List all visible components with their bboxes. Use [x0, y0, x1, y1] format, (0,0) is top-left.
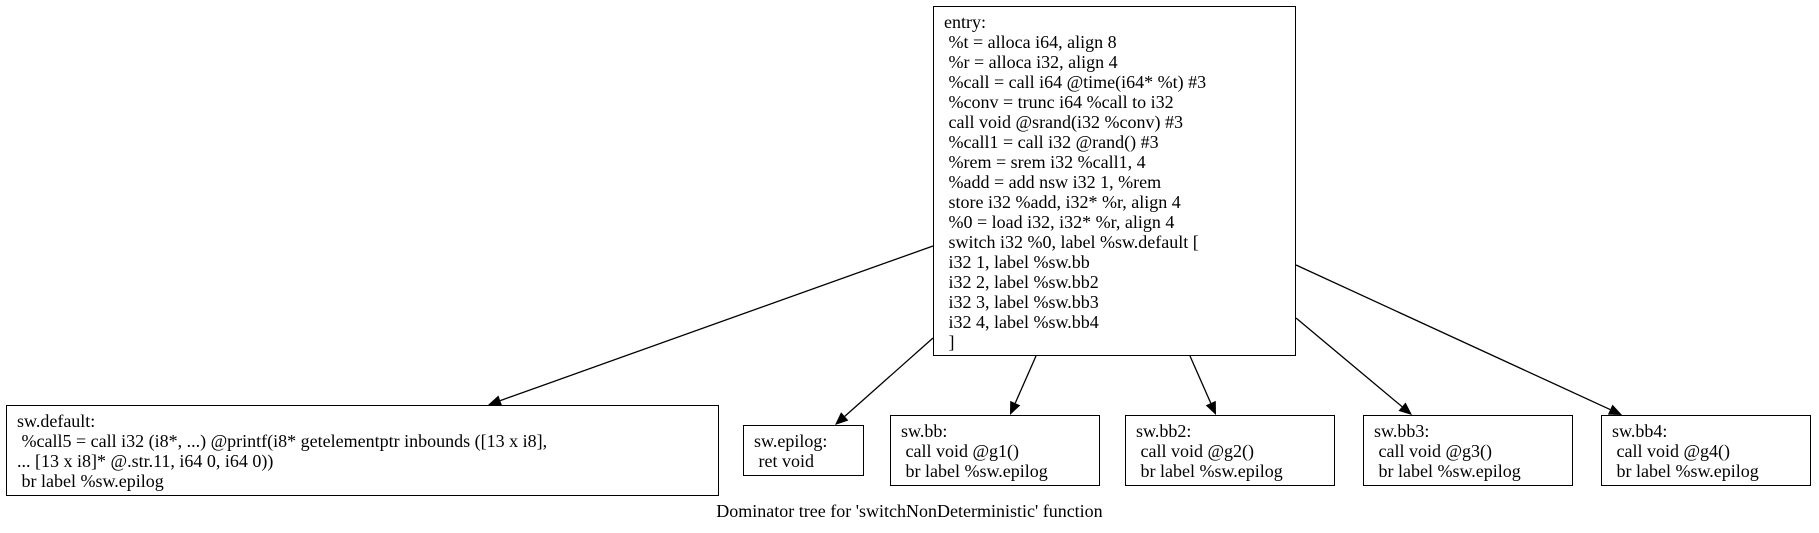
node-bb2-line: sw.bb2:	[1136, 421, 1192, 441]
node-bb4-line: call void @g4()	[1612, 441, 1731, 461]
node-sw-bb3: sw.bb3: call void @g3() br label %sw.epi…	[1363, 415, 1573, 486]
diagram-caption: Dominator tree for 'switchNonDeterminist…	[716, 501, 1103, 521]
node-sw-bb4: sw.bb4: call void @g4() br label %sw.epi…	[1601, 415, 1811, 486]
node-entry-line: i32 2, label %sw.bb2	[944, 272, 1099, 292]
node-bb2-line: call void @g2()	[1136, 441, 1255, 461]
node-bb4-line: br label %sw.epilog	[1612, 461, 1759, 481]
node-entry-line: %conv = trunc i64 %call to i32	[944, 92, 1174, 112]
node-entry-line: %0 = load i32, i32* %r, align 4	[944, 212, 1175, 232]
node-bb-line: br label %sw.epilog	[901, 461, 1048, 481]
node-entry-line: switch i32 %0, label %sw.default [	[944, 232, 1199, 252]
node-default-line: %call5 = call i32 (i8*, ...) @printf(i8*…	[17, 431, 548, 451]
edge-entry-to-bb	[1014, 355, 1037, 404]
node-entry-line: %add = add nsw i32 1, %rem	[944, 172, 1162, 192]
node-sw-bb: sw.bb: call void @g1() br label %sw.epil…	[890, 415, 1100, 486]
node-entry: entry: %t = alloca i64, align 8 %r = all…	[933, 6, 1296, 356]
arrowhead-icon	[1398, 402, 1412, 415]
edge-entry-to-epilog	[844, 337, 934, 417]
edge-entry-to-bb3	[1295, 317, 1403, 408]
node-default-line: sw.default:	[17, 411, 96, 431]
node-entry-line: i32 3, label %sw.bb3	[944, 292, 1099, 312]
arrowhead-icon	[1010, 400, 1021, 415]
node-bb2-line: br label %sw.epilog	[1136, 461, 1283, 481]
node-epilog-line: ret void	[754, 451, 815, 471]
arrowhead-icon	[835, 412, 849, 425]
arrowhead-icon	[1205, 400, 1216, 415]
node-entry-line: call void @srand(i32 %conv) #3	[944, 112, 1184, 132]
edge-entry-to-bb2	[1189, 355, 1212, 404]
node-entry-line: entry:	[944, 12, 986, 32]
arrowhead-icon	[488, 395, 503, 406]
node-sw-bb2: sw.bb2: call void @g2() br label %sw.epi…	[1125, 415, 1335, 486]
node-entry-line: i32 4, label %sw.bb4	[944, 312, 1099, 332]
node-bb-line: call void @g1()	[901, 441, 1020, 461]
node-entry-line: %rem = srem i32 %call1, 4	[944, 152, 1146, 172]
node-entry-line: store i32 %add, i32* %r, align 4	[944, 192, 1181, 212]
node-bb3-line: call void @g3()	[1374, 441, 1493, 461]
node-entry-line: ]	[944, 332, 955, 352]
node-bb3-line: sw.bb3:	[1374, 421, 1430, 441]
node-bb-line: sw.bb:	[901, 421, 948, 441]
node-bb4-line: sw.bb4:	[1612, 421, 1668, 441]
node-default-line: br label %sw.epilog	[17, 471, 164, 491]
node-entry-line: %call = call i64 @time(i64* %t) #3	[944, 72, 1207, 92]
node-entry-line: %r = alloca i32, align 4	[944, 52, 1118, 72]
node-default-line: ... [13 x i8]* @.str.11, i64 0, i64 0))	[17, 451, 274, 471]
node-sw-default: sw.default: %call5 = call i32 (i8*, ...)…	[6, 405, 719, 496]
node-entry-line: %call1 = call i32 @rand() #3	[944, 132, 1159, 152]
arrowhead-icon	[1607, 404, 1622, 415]
node-bb3-line: br label %sw.epilog	[1374, 461, 1521, 481]
node-sw-epilog: sw.epilog: ret void	[743, 425, 864, 476]
edge-entry-to-bb4	[1295, 264, 1611, 411]
edge-entry-to-default	[500, 245, 934, 402]
node-entry-line: %t = alloca i64, align 8	[944, 32, 1117, 52]
node-epilog-line: sw.epilog:	[754, 431, 828, 451]
node-entry-line: i32 1, label %sw.bb	[944, 252, 1090, 272]
